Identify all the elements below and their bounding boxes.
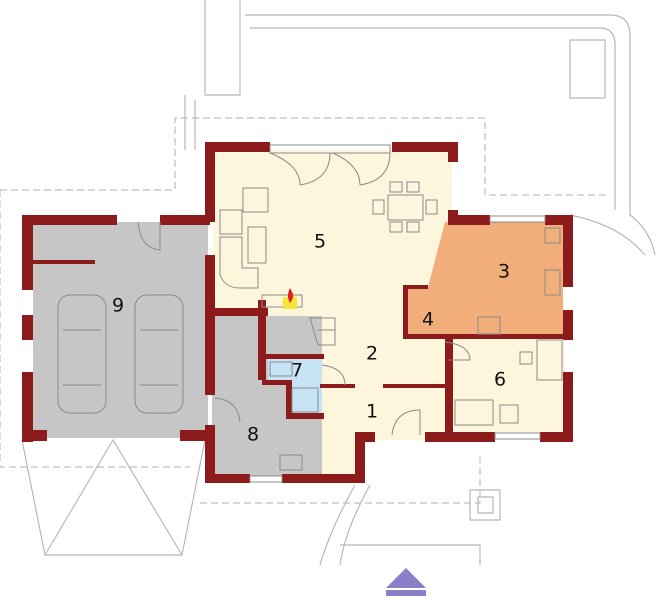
doors [137, 221, 471, 436]
bathroom-floor [268, 358, 322, 415]
room-label-7: 7 [291, 360, 303, 382]
furniture [219, 144, 563, 483]
room-label-2: 2 [366, 343, 378, 365]
room-label-1: 1 [366, 401, 378, 423]
garage-driveway [21, 438, 206, 556]
walls [22, 142, 573, 483]
kitchen-floor [405, 222, 563, 335]
roof-outline-bottom [0, 190, 481, 504]
room-label-8: 8 [247, 424, 259, 446]
room-label-4: 4 [422, 309, 434, 331]
room-label-3: 3 [498, 261, 510, 283]
car-icon [57, 294, 107, 414]
car-icon [134, 294, 184, 414]
garage-floor [33, 222, 208, 438]
flame [288, 288, 294, 303]
entrance-path [319, 484, 501, 566]
room-label-5: 5 [314, 231, 326, 253]
room-label-9: 9 [112, 295, 124, 317]
room-label-6: 6 [494, 369, 506, 391]
roof-outline [0, 117, 610, 196]
terrace-outline [184, 0, 656, 256]
entrance-arrow-icon [386, 568, 426, 596]
living-floor [213, 150, 565, 478]
